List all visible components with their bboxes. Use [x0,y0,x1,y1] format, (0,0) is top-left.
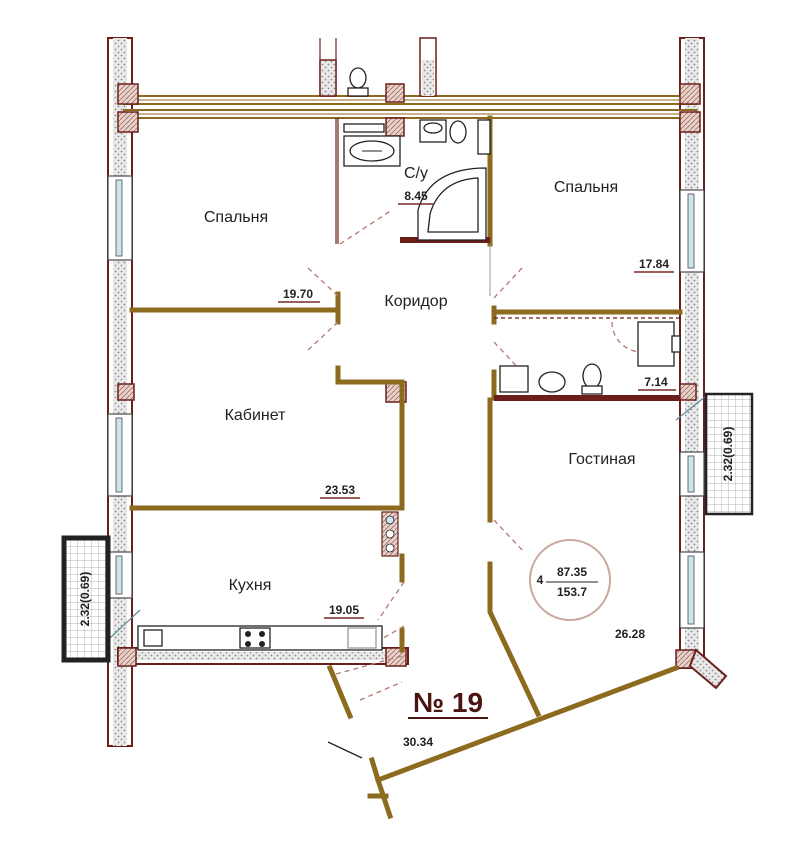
room-label-kitchen: Кухня [229,577,272,594]
summary-total-area: 153.7 [557,585,587,599]
summary-living-area: 87.35 [557,565,587,579]
room-label-corridor: Коридор [384,293,447,310]
apartment-number: № 19 [413,687,483,718]
area-bedroom-left: 19.70 [283,287,313,301]
room-label-bedroom-right: Спальня [554,179,618,196]
area-loggia: 30.34 [403,735,433,749]
area-kitchen: 19.05 [329,603,359,617]
kitchen-fixtures [137,511,399,651]
area-bedroom-right: 17.84 [639,257,669,271]
room-label-study: Кабинет [225,407,287,424]
windows [107,175,705,629]
balcony-left [61,535,111,663]
area-summary [529,539,611,621]
bathroom-fixtures [343,67,491,241]
room-label-living: Гостиная [568,451,635,468]
doors [109,209,707,759]
balcony-right [704,392,754,516]
wc-fixtures [499,321,681,395]
room-label-bathroom: С/у [404,165,428,182]
balcony-left-area: 2.32(0.69) [78,572,92,627]
area-wc: 7.14 [644,375,668,389]
area-bathroom: 8.45 [404,189,428,203]
area-living: 26.28 [615,627,645,641]
room-label-bedroom-left: Спальня [204,209,268,226]
summary-rooms-count: 4 [537,573,544,587]
balcony-right-area: 2.32(0.69) [721,427,735,482]
area-study: 23.53 [325,483,355,497]
